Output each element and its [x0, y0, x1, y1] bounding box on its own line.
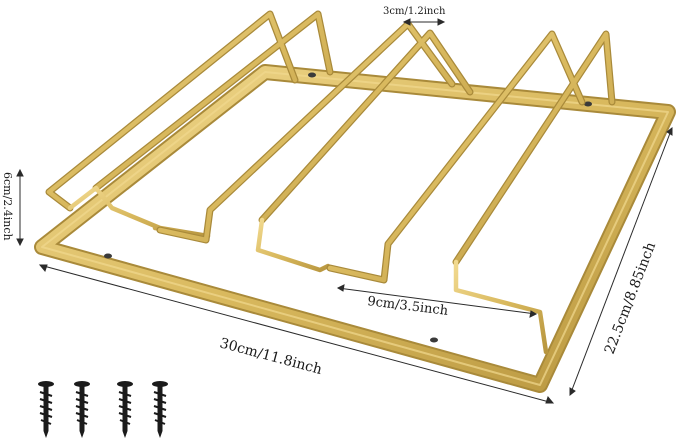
screw-icon: [152, 381, 168, 438]
rack-frame: [34, 64, 676, 393]
mounting-holes: [104, 72, 592, 343]
screw-icon: [38, 381, 54, 438]
dimension-lines: [16, 18, 673, 404]
rail-right: [326, 30, 616, 355]
mounting-hole: [584, 101, 592, 107]
screw-icon: [74, 381, 90, 438]
dimension-height: 6cm/2.4inch: [1, 172, 14, 241]
screw-icon: [117, 381, 133, 438]
glass-rails: [45, 10, 616, 355]
dimension-bar-gap: 3cm/1.2inch: [383, 6, 446, 17]
mounting-hole: [430, 337, 438, 343]
dimension-depth: 22.5cm/8.85inch: [602, 240, 659, 356]
rail-left: [45, 10, 334, 239]
screws: [38, 381, 168, 438]
mounting-hole: [104, 253, 112, 259]
dimension-channel-width: 9cm/3.5inch: [367, 294, 450, 319]
mounting-hole: [308, 72, 316, 78]
rail-middle: [156, 20, 474, 273]
dimension-length: 30cm/11.8inch: [218, 335, 324, 378]
